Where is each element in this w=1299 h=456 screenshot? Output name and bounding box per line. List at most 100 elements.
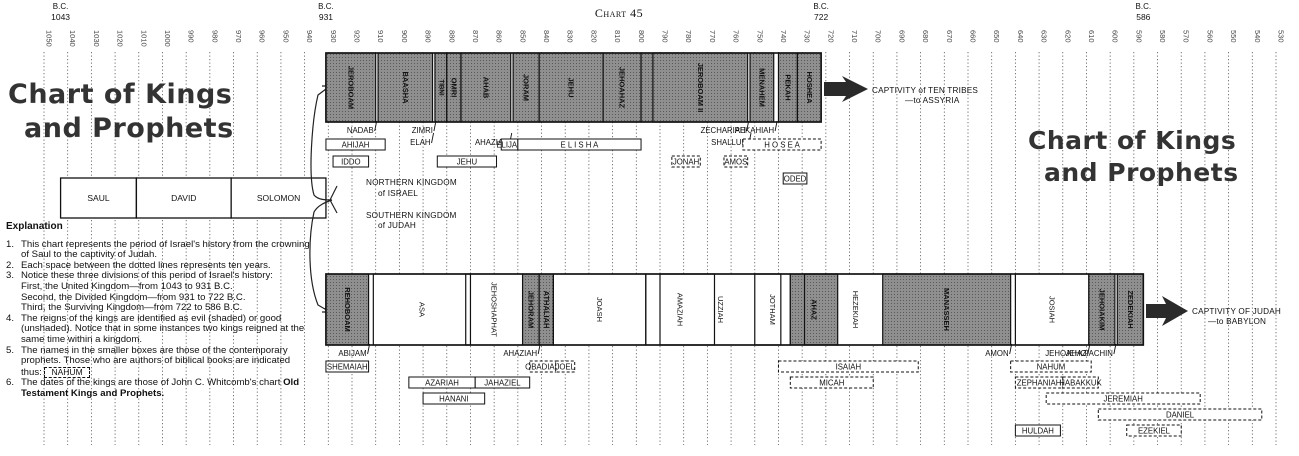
king-name: ATHALIAH bbox=[542, 291, 551, 329]
tick-label: 700 bbox=[874, 30, 883, 43]
king-name: MENAHEM bbox=[757, 68, 766, 107]
tick-700: 700 bbox=[872, 30, 883, 445]
tick-label: 670 bbox=[945, 30, 954, 43]
tick-790: 790 bbox=[659, 30, 670, 445]
item-number: 1. bbox=[6, 238, 15, 250]
prophet-name: OBADIAH bbox=[525, 363, 560, 372]
division-second: Second, the Divided Kingdom—from 931 to … bbox=[21, 291, 246, 303]
tick-580: 580 bbox=[1157, 30, 1167, 445]
king-jehoram: JEHORAM bbox=[521, 273, 540, 346]
author-prophet-box bbox=[671, 155, 701, 168]
minor-king-pointer bbox=[433, 120, 437, 132]
prophet-iddo: IDDO bbox=[332, 155, 370, 168]
title-left-line1: Chart of Kings bbox=[8, 79, 232, 110]
author-prophet-box bbox=[723, 155, 749, 168]
minor-king-name: ZIMRI bbox=[412, 126, 433, 135]
tick-770: 770 bbox=[706, 30, 717, 445]
king-jotham: JOTHAM bbox=[754, 273, 791, 346]
prophet-jahaziel: JAHAZIEL bbox=[474, 376, 531, 389]
tick-label: 840 bbox=[542, 30, 551, 43]
tick-label: 920 bbox=[353, 30, 362, 43]
minor-king-pointer bbox=[1087, 343, 1091, 355]
arrow-icon bbox=[1146, 296, 1188, 326]
minor-king-name: NADAB bbox=[347, 126, 374, 135]
northern-arrow-label-line2: —to ASSYRIA bbox=[905, 96, 960, 105]
prophet-box bbox=[325, 138, 386, 151]
author-prophet-box bbox=[777, 360, 919, 373]
tick-label: 880 bbox=[447, 30, 456, 43]
item-text: The reigns of the kings are identified a… bbox=[21, 312, 305, 345]
minor-king-elah: ELAH bbox=[410, 132, 434, 147]
item-number: 3. bbox=[6, 270, 15, 282]
king-name: OMRI bbox=[449, 78, 458, 98]
minor-king-jehoiachin: JEHOIACHIN bbox=[1066, 343, 1117, 358]
minor-king-pointer bbox=[746, 120, 750, 132]
king-reign-box bbox=[230, 177, 327, 219]
king-zedekiah: ZEDEKIAH bbox=[1116, 273, 1144, 346]
tick-label: 930 bbox=[329, 30, 338, 43]
minor-king-pointer bbox=[1113, 343, 1117, 355]
king-name: ZEDEKIAH bbox=[1126, 290, 1135, 328]
author-prophet-box bbox=[789, 376, 874, 389]
king-reign-box bbox=[652, 52, 749, 123]
tick-label: 620 bbox=[1063, 30, 1072, 43]
explanation-panel: Explanation 1. This chart represents the… bbox=[6, 221, 311, 400]
tick-label: 740 bbox=[779, 30, 788, 43]
king-reign-box bbox=[325, 52, 377, 123]
king-name: BAASHA bbox=[401, 71, 410, 104]
tick-label: 1000 bbox=[163, 30, 172, 47]
prophet-name: NAHUM bbox=[1037, 363, 1066, 372]
tick-label: 550 bbox=[1229, 30, 1238, 43]
tick-1030: 1030 bbox=[90, 30, 101, 445]
tick-label: 890 bbox=[424, 30, 433, 43]
tick-910: 910 bbox=[375, 30, 385, 445]
king-name: JOTHAM bbox=[768, 294, 777, 325]
minor-king-pointer bbox=[431, 132, 434, 144]
explanation-item-3: 3. Notice these three divisions of this … bbox=[6, 271, 311, 282]
minor-king-jehoahaz: JEHOAHAZ bbox=[1045, 343, 1091, 358]
tick-660: 660 bbox=[967, 30, 978, 445]
item-text: The names in the smaller boxes are those… bbox=[21, 345, 311, 379]
prophet-name: DANIEL bbox=[1166, 411, 1195, 420]
prophet-name: SHEMAIAH bbox=[327, 363, 368, 372]
tick-760: 760 bbox=[730, 30, 741, 445]
tick-label: 530 bbox=[1277, 30, 1286, 43]
northern-label-line2: of ISRAEL bbox=[378, 189, 418, 198]
tick-980: 980 bbox=[209, 30, 219, 445]
item-number: 2. bbox=[6, 259, 15, 271]
king-name: PEKAH bbox=[783, 74, 792, 100]
tick-780: 780 bbox=[683, 30, 693, 445]
bc-prefix: B.C. bbox=[1136, 2, 1152, 11]
band-outline bbox=[325, 273, 1145, 346]
minor-king-name: ABIJAM bbox=[338, 349, 366, 358]
northern-label-line1: NORTHERN KINGDOM bbox=[366, 178, 457, 187]
item-text: This chart represents the period of Isra… bbox=[21, 238, 310, 261]
tick-label: 860 bbox=[495, 30, 504, 43]
prophet-name: HABAKKUK bbox=[1059, 379, 1102, 388]
tick-label: 1020 bbox=[116, 30, 125, 47]
bc-prefix: B.C. bbox=[318, 2, 334, 11]
king-name: SAUL bbox=[87, 193, 109, 203]
prophet-box bbox=[782, 172, 808, 185]
king-name: AHAB bbox=[481, 77, 490, 99]
author-prophet-box bbox=[555, 360, 576, 373]
tick-990: 990 bbox=[185, 30, 196, 445]
king-reign-box bbox=[512, 52, 540, 123]
king-reign-box bbox=[377, 52, 434, 123]
king-ahab: AHAB bbox=[460, 52, 512, 123]
prophet-name: E L I S H A bbox=[561, 141, 600, 150]
tick-800: 800 bbox=[635, 30, 646, 445]
minor-king-name: JEHOAHAZ bbox=[1045, 349, 1087, 358]
king-reign-box bbox=[135, 177, 232, 219]
prophet-name: AMOS bbox=[724, 158, 747, 167]
prophet-name: AZARIAH bbox=[425, 379, 459, 388]
minor-king-amon: AMON bbox=[985, 343, 1013, 358]
minor-king-name: AHAZIAH bbox=[503, 349, 537, 358]
author-example-box: NAHUM bbox=[44, 366, 90, 378]
item-text: The dates of the kings are those of John… bbox=[21, 378, 311, 399]
item-text: Notice these three divisions of this per… bbox=[21, 270, 273, 282]
united-king-solomon: SOLOMON bbox=[230, 177, 327, 219]
